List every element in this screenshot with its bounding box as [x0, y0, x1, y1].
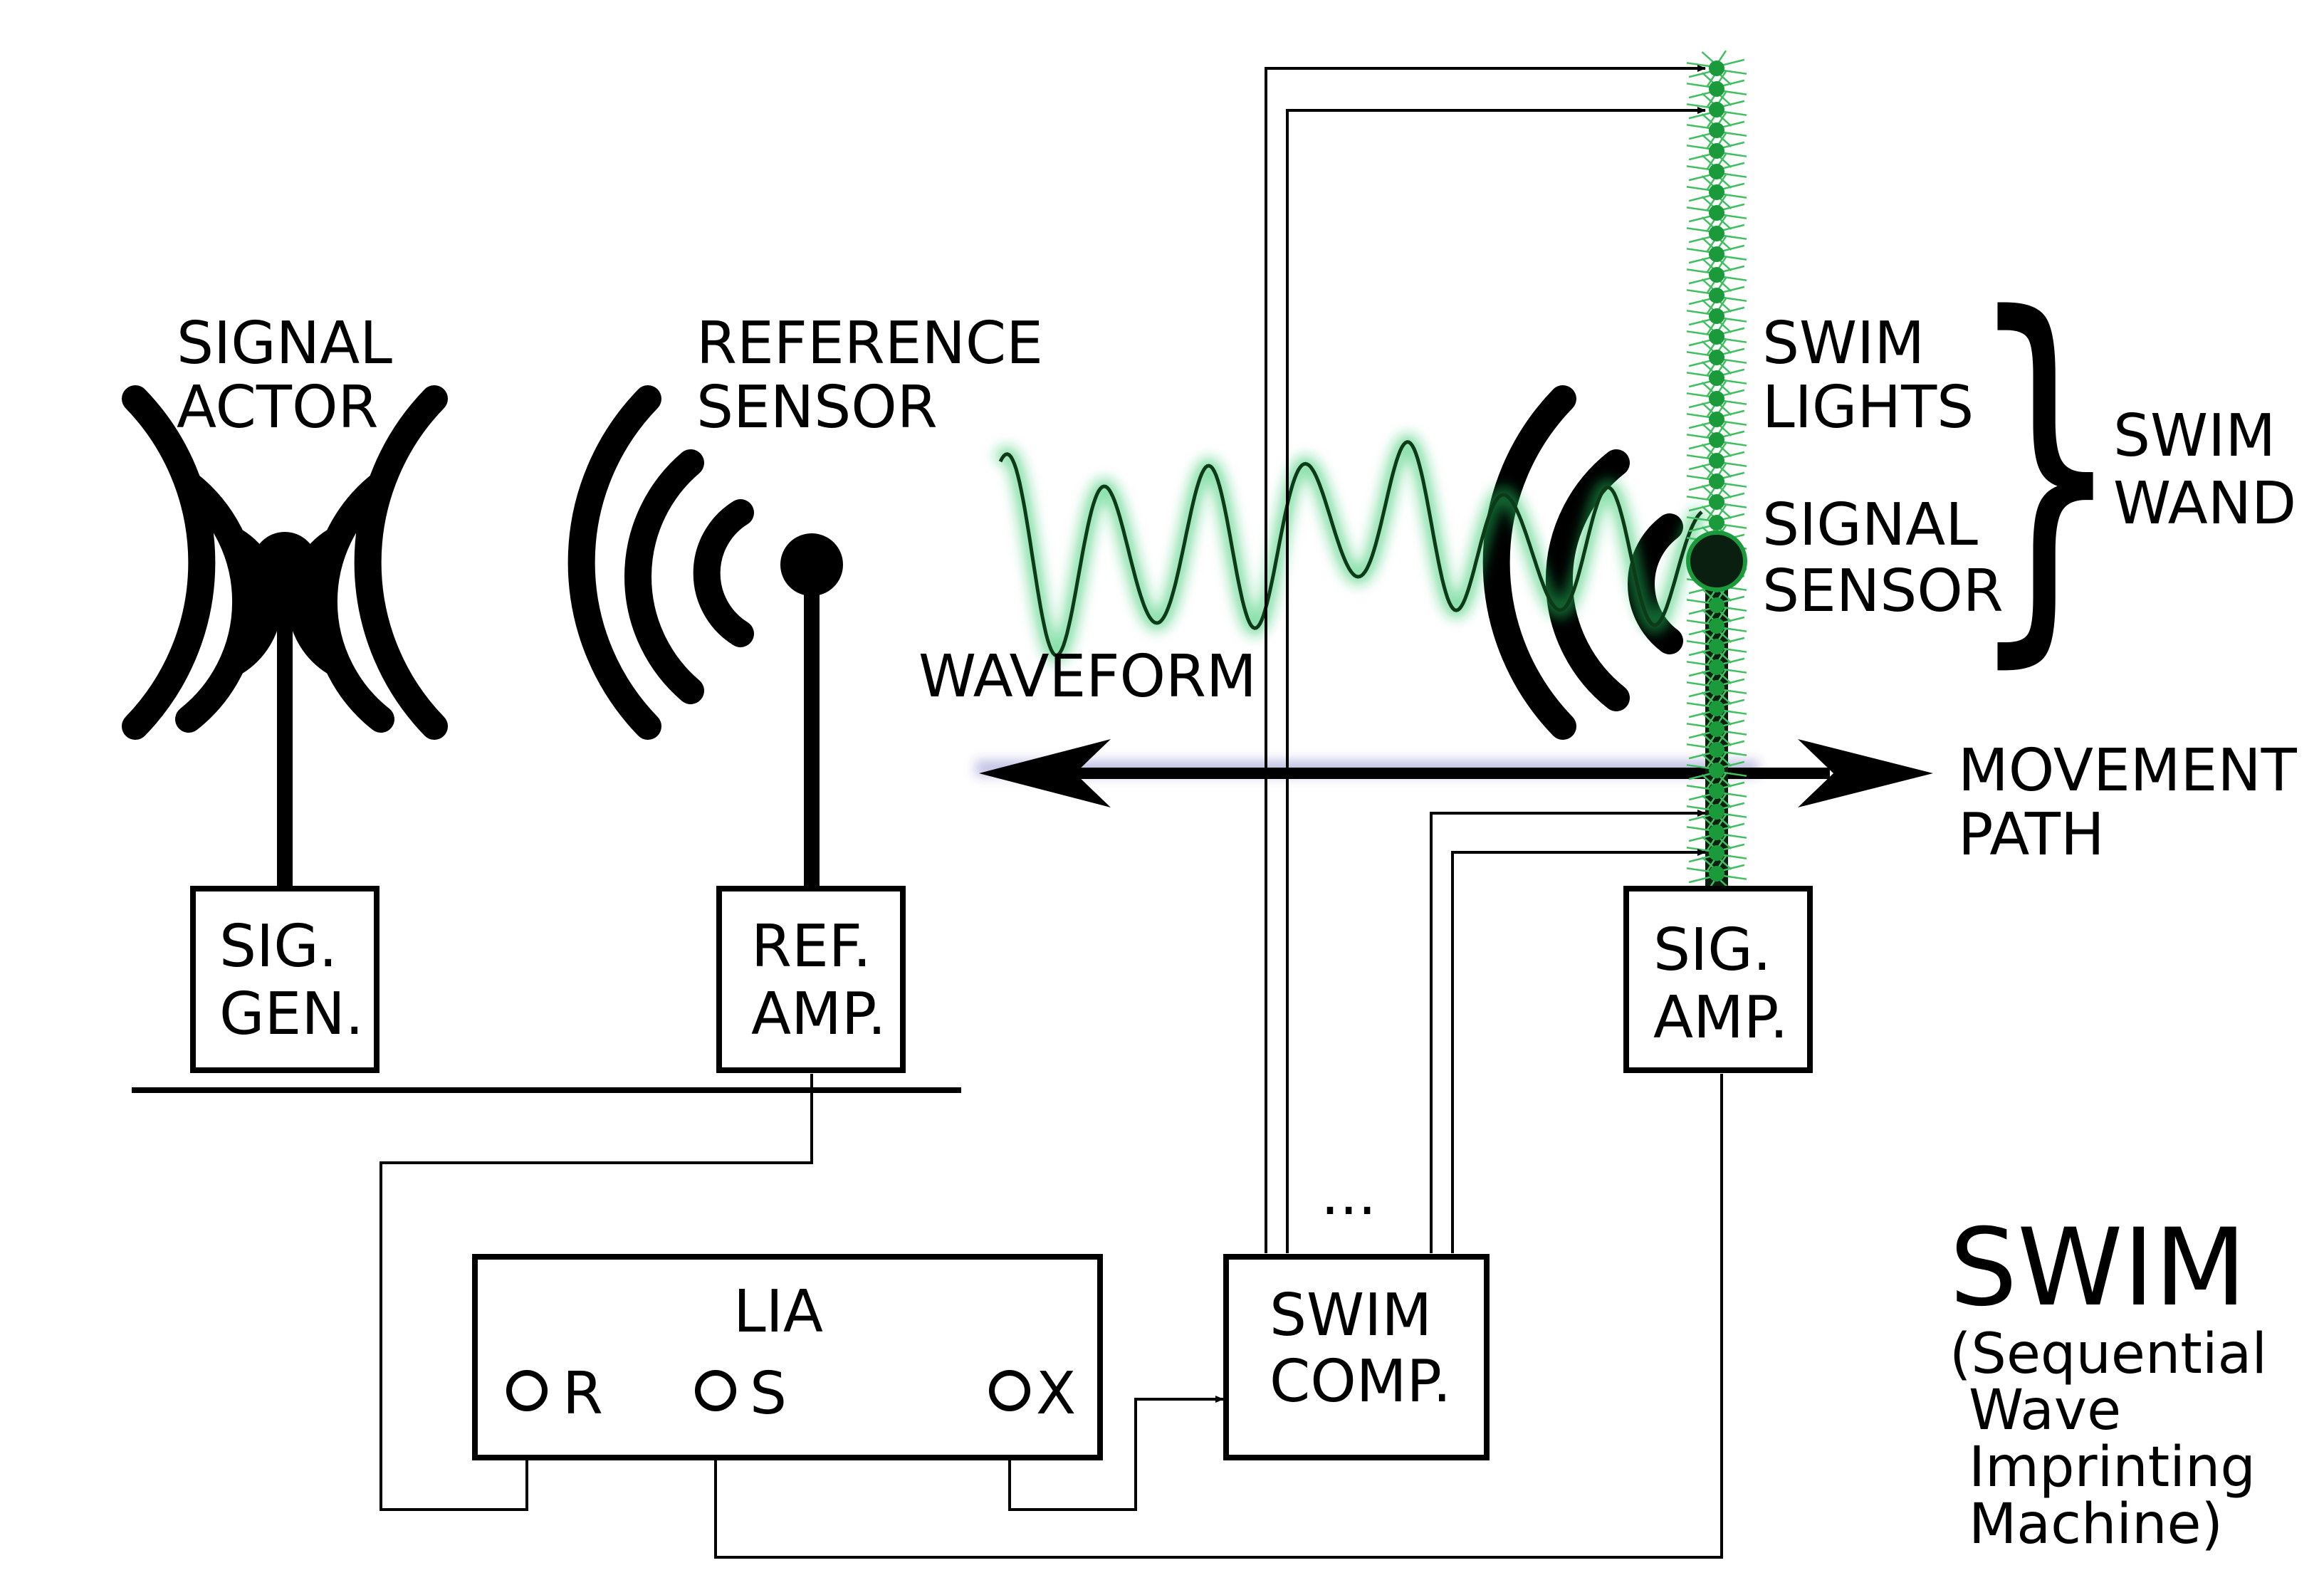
signal-actor-mast — [277, 565, 293, 889]
movement-path-label-line2: PATH — [1958, 801, 2105, 869]
swim-light — [1686, 298, 1747, 335]
movement-path-label-line1: MOVEMENT — [1958, 737, 2298, 805]
reference-sensor-label-line1: REFERENCE — [696, 310, 1043, 377]
ellipsis-label: ... — [1321, 1161, 1376, 1228]
swim-light — [1686, 112, 1747, 149]
lia-port-r — [506, 1370, 548, 1411]
swim-light — [1686, 731, 1747, 768]
sig-amp-box: SIG. AMP. — [1623, 886, 1813, 1073]
swim-light — [1686, 236, 1747, 273]
swim-comp-label-line1: SWIM — [1270, 1282, 1432, 1349]
swim-light — [1686, 607, 1747, 644]
signal-sensor-label-line2: SENSOR — [1762, 558, 2004, 625]
waveform-line — [998, 440, 1703, 658]
signal-actor-label-line1: SIGNAL — [177, 310, 392, 377]
swim-light — [1686, 215, 1747, 252]
lia-label: LIA — [733, 1278, 823, 1346]
swim-light — [1686, 70, 1747, 108]
swim-light — [1686, 422, 1747, 459]
ref-amp-box: REF. AMP. — [716, 886, 906, 1073]
swim-light — [1686, 360, 1747, 397]
swim-light — [1686, 256, 1747, 293]
swim-lights-label-line2: LIGHTS — [1762, 374, 1974, 441]
sig-amp-label-line1: SIG. — [1653, 916, 1771, 984]
swim-wand-label-line1: SWIM — [2113, 402, 2276, 470]
subtitle-line4: Machine) — [1969, 1492, 2223, 1557]
signal-actor-label-line2: ACTOR — [177, 374, 379, 441]
signal-sensor-label-line1: SIGNAL — [1762, 491, 1978, 559]
lia-port-s-label: S — [750, 1360, 787, 1428]
signal-sensor-dot — [1686, 530, 1747, 592]
reference-sensor-waves-icon — [567, 385, 754, 740]
sig-gen-label-line2: GEN. — [219, 980, 364, 1048]
sig-gen-label-line1: SIG. — [219, 913, 337, 980]
swim-light — [1686, 649, 1747, 686]
swim-light — [1686, 277, 1747, 314]
swim-comp-box: SWIM COMP. — [1223, 1254, 1490, 1460]
swim-lights-label-line1: SWIM — [1762, 310, 1925, 377]
sig-amp-label-line2: AMP. — [1653, 984, 1789, 1052]
swim-light — [1686, 773, 1747, 810]
swim-light — [1686, 752, 1747, 789]
swim-light — [1686, 153, 1747, 190]
connection-wires — [380, 65, 1723, 1559]
subtitle-line1: (Sequential — [1949, 1322, 2267, 1386]
swim-light — [1686, 132, 1747, 169]
subtitle-line3: Imprinting — [1969, 1436, 2256, 1500]
swim-wand-label-line2: WAND — [2113, 470, 2296, 538]
swim-comp-label-line2: COMP. — [1270, 1348, 1451, 1416]
swim-title: SWIM — [1949, 1206, 2246, 1330]
swim-light — [1686, 401, 1747, 438]
swim-light — [1686, 483, 1747, 521]
swim-light — [1686, 194, 1747, 231]
swim-light — [1686, 793, 1747, 830]
ref-amp-label-line1: REF. — [751, 913, 872, 980]
lia-port-r-label: R — [562, 1360, 603, 1428]
signal-actor-waves-icon — [122, 385, 448, 740]
swim-wand-brace: } — [1967, 236, 2124, 699]
lia-box: LIA R S X — [472, 1254, 1103, 1460]
swim-light — [1686, 504, 1747, 541]
ref-amp-label-line2: AMP. — [751, 980, 886, 1048]
ground-line — [132, 1087, 961, 1093]
reference-sensor-mast — [804, 565, 820, 889]
waveform-label: WAVEFORM — [918, 643, 1257, 711]
swim-light — [1686, 339, 1747, 376]
subtitle-line2: Wave — [1969, 1379, 2121, 1443]
swim-light — [1686, 442, 1747, 479]
sig-gen-box: SIG. GEN. — [190, 886, 380, 1073]
swim-light — [1686, 463, 1747, 500]
lia-port-x-label: X — [1036, 1360, 1076, 1428]
lia-port-x — [989, 1370, 1030, 1411]
swim-light — [1686, 587, 1747, 624]
swim-light — [1686, 380, 1747, 417]
swim-light — [1686, 174, 1747, 211]
swim-light — [1686, 711, 1747, 748]
swim-light — [1686, 628, 1747, 665]
reference-sensor-label-line2: SENSOR — [696, 374, 938, 441]
lia-port-s — [695, 1370, 736, 1411]
movement-path-arrow — [979, 739, 1933, 807]
swim-light — [1686, 318, 1747, 355]
